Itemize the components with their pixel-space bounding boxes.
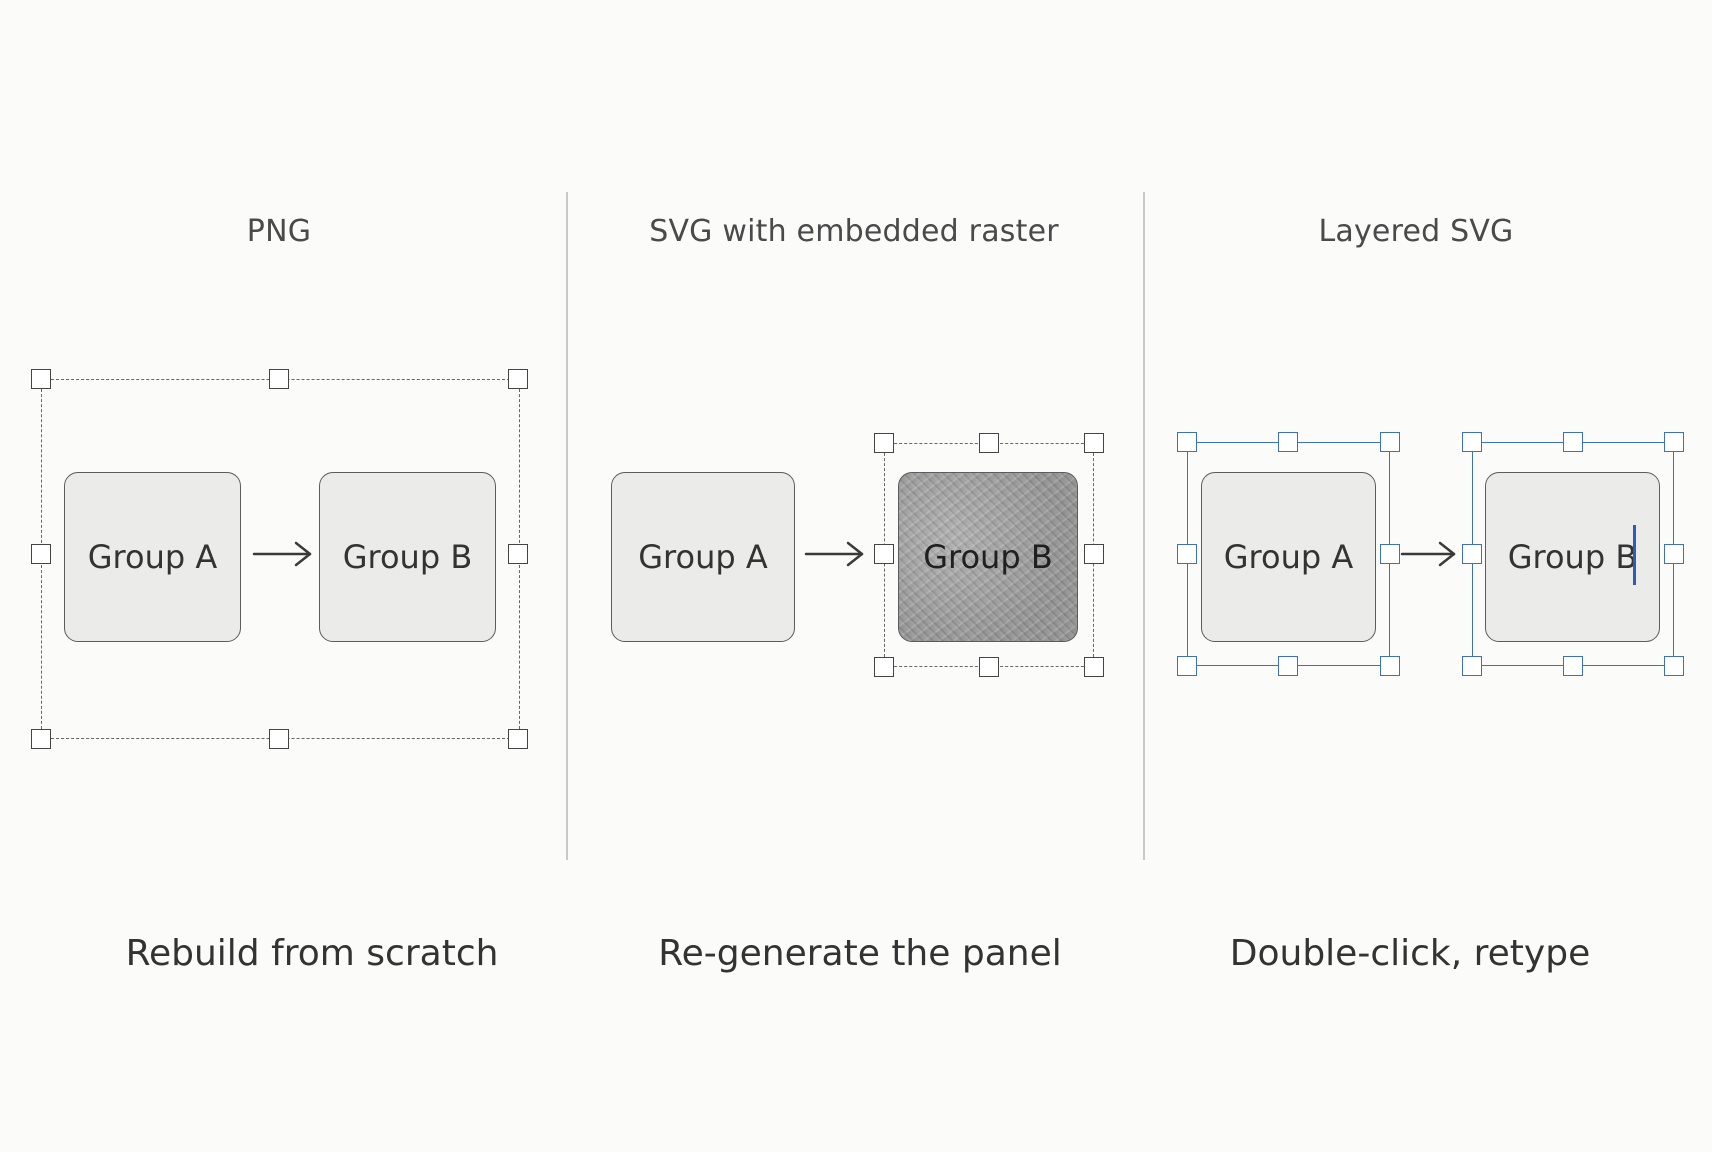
column-title-svg-raster: SVG with embedded raster bbox=[649, 214, 1059, 249]
caption-layered-svg: Double-click, retype bbox=[1229, 933, 1591, 974]
layered-b-handle-mid-left[interactable] bbox=[1462, 544, 1482, 564]
layered-a-handle-mid-left[interactable] bbox=[1177, 544, 1197, 564]
svg-raster-handle-mid-right[interactable] bbox=[1084, 544, 1104, 564]
png-handle-bottom-left[interactable] bbox=[31, 729, 51, 749]
layered-group-a-box[interactable]: Group A bbox=[1201, 472, 1376, 642]
caption-svg-raster: Re-generate the panel bbox=[658, 933, 1062, 974]
png-handle-mid-right[interactable] bbox=[508, 544, 528, 564]
svg-raster-handle-bottom-right[interactable] bbox=[1084, 657, 1104, 677]
svg-raster-group-b-image: Group B bbox=[898, 472, 1078, 642]
layered-b-handle-top-left[interactable] bbox=[1462, 432, 1482, 452]
divider-left bbox=[566, 192, 568, 860]
png-handle-top-mid[interactable] bbox=[269, 369, 289, 389]
caption-png: Rebuild from scratch bbox=[125, 933, 499, 974]
layered-b-handle-top-mid[interactable] bbox=[1563, 432, 1583, 452]
layered-a-handle-bottom-left[interactable] bbox=[1177, 656, 1197, 676]
layered-a-handle-top-mid[interactable] bbox=[1278, 432, 1298, 452]
layered-b-handle-bottom-mid[interactable] bbox=[1563, 656, 1583, 676]
png-arrow-right-icon bbox=[252, 541, 312, 567]
svg-raster-arrow-right-icon bbox=[804, 541, 864, 567]
png-group-b-label: Group B bbox=[342, 538, 473, 576]
svg-raster-handle-top-left[interactable] bbox=[874, 433, 894, 453]
layered-b-handle-bottom-right[interactable] bbox=[1664, 656, 1684, 676]
column-title-png: PNG bbox=[246, 214, 312, 249]
layered-a-handle-top-right[interactable] bbox=[1380, 432, 1400, 452]
svg-raster-handle-mid-left[interactable] bbox=[874, 544, 894, 564]
svg-raster-group-a-label: Group A bbox=[638, 538, 768, 576]
layered-arrow-right-icon bbox=[1400, 541, 1456, 567]
svg-raster-handle-bottom-mid[interactable] bbox=[979, 657, 999, 677]
column-title-layered-svg: Layered SVG bbox=[1318, 214, 1514, 249]
png-handle-mid-left[interactable] bbox=[31, 544, 51, 564]
svg-raster-handle-bottom-left[interactable] bbox=[874, 657, 894, 677]
layered-group-a-label[interactable]: Group A bbox=[1223, 538, 1354, 576]
png-group-a-box: Group A bbox=[64, 472, 241, 642]
layered-a-handle-bottom-right[interactable] bbox=[1380, 656, 1400, 676]
png-handle-bottom-mid[interactable] bbox=[269, 729, 289, 749]
png-handle-bottom-right[interactable] bbox=[508, 729, 528, 749]
text-cursor-icon bbox=[1633, 525, 1636, 585]
png-handle-top-left[interactable] bbox=[31, 369, 51, 389]
png-handle-top-right[interactable] bbox=[508, 369, 528, 389]
layered-b-handle-top-right[interactable] bbox=[1664, 432, 1684, 452]
svg-raster-group-b-label: Group B bbox=[923, 538, 1053, 576]
layered-b-handle-bottom-left[interactable] bbox=[1462, 656, 1482, 676]
png-group-a-label: Group A bbox=[87, 538, 218, 576]
layered-b-handle-mid-right[interactable] bbox=[1664, 544, 1684, 564]
layered-a-handle-mid-right[interactable] bbox=[1380, 544, 1400, 564]
svg-raster-handle-top-mid[interactable] bbox=[979, 433, 999, 453]
layered-a-handle-bottom-mid[interactable] bbox=[1278, 656, 1298, 676]
png-group-b-box: Group B bbox=[319, 472, 496, 642]
layered-group-b-label[interactable]: Group B bbox=[1507, 538, 1638, 576]
svg-raster-handle-top-right[interactable] bbox=[1084, 433, 1104, 453]
divider-right bbox=[1143, 192, 1145, 860]
layered-group-b-box[interactable]: Group B bbox=[1485, 472, 1660, 642]
svg-raster-group-a-box: Group A bbox=[611, 472, 795, 642]
layered-a-handle-top-left[interactable] bbox=[1177, 432, 1197, 452]
